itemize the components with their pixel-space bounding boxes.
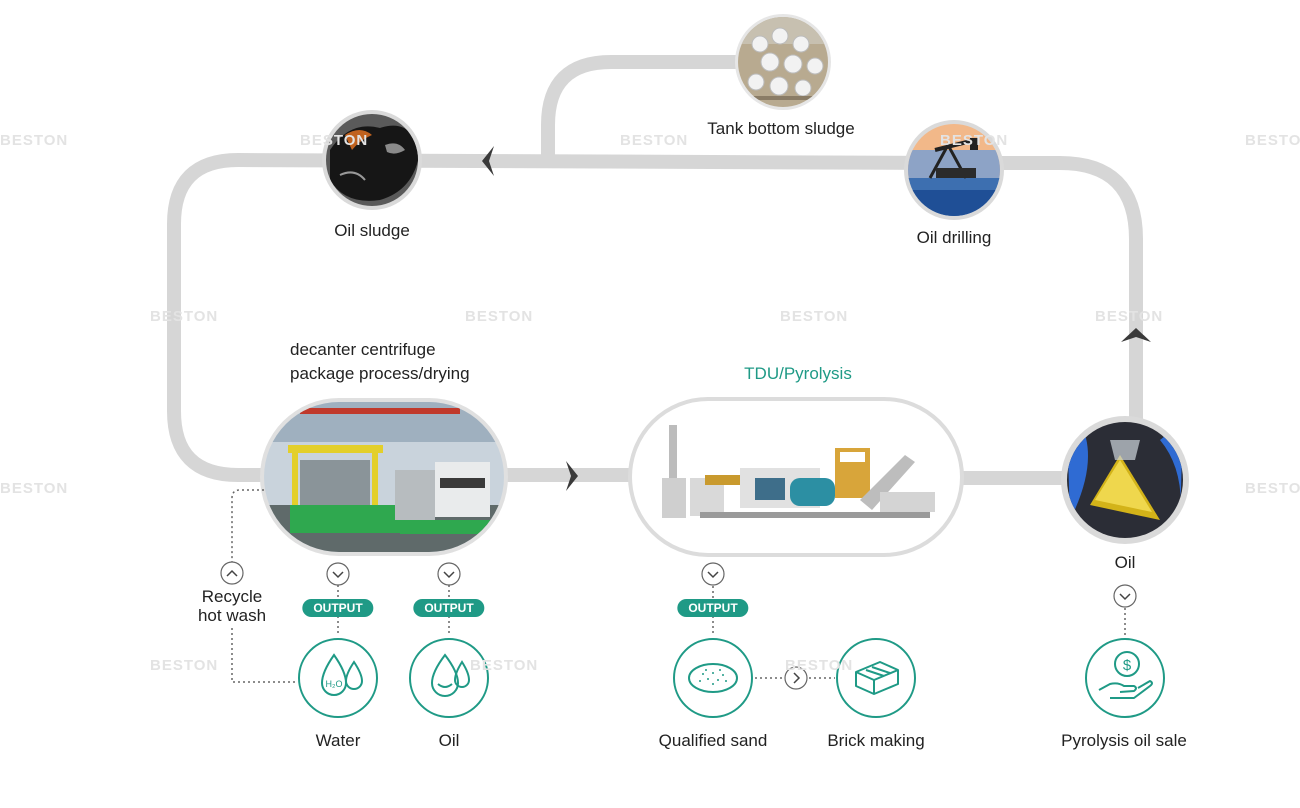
watermark: BESTON bbox=[300, 132, 369, 149]
brick-making-label: Brick making bbox=[827, 731, 925, 750]
flow-arrow-left-icon bbox=[482, 146, 494, 176]
watermark: BESTON bbox=[785, 657, 854, 674]
water-drops-h2o-icon: H₂O bbox=[298, 638, 378, 718]
oil-drops-icon bbox=[409, 638, 489, 718]
sand-pile-icon bbox=[673, 638, 753, 718]
tank-bottom-sludge-label: Tank bottom sludge bbox=[707, 119, 855, 138]
watermark: BESTON bbox=[1245, 132, 1300, 149]
output-badge: OUTPUT bbox=[302, 599, 374, 617]
centrifuge-label-line1: decanter centrifuge bbox=[290, 340, 436, 359]
watermark: BESTON bbox=[940, 132, 1009, 149]
tdu-pyrolysis-photo bbox=[628, 397, 964, 557]
watermark: BESTON bbox=[470, 657, 539, 674]
watermark: BESTON bbox=[1245, 480, 1300, 497]
output-badge: OUTPUT bbox=[413, 599, 485, 617]
watermark: BESTON bbox=[1095, 308, 1164, 325]
chevron-down-icon bbox=[326, 562, 350, 586]
watermark: BESTON bbox=[0, 132, 69, 149]
watermark: BESTON bbox=[465, 308, 534, 325]
svg-text:H₂O: H₂O bbox=[326, 679, 343, 689]
tdu-pyrolysis-label: TDU/Pyrolysis bbox=[744, 364, 852, 383]
oil-sludge-label: Oil sludge bbox=[334, 221, 410, 240]
oil-sludge-photo bbox=[322, 110, 422, 210]
qualified-sand-label: Qualified sand bbox=[658, 731, 768, 750]
recycle-label: Recycle bbox=[201, 587, 263, 606]
watermark: BESTON bbox=[620, 132, 689, 149]
brick-icon bbox=[836, 638, 916, 718]
flow-arrow-right-icon bbox=[566, 461, 578, 491]
chevron-down-icon bbox=[1113, 584, 1137, 608]
watermark: BESTON bbox=[150, 657, 219, 674]
oil-label: Oil bbox=[1114, 553, 1136, 572]
chevron-down-icon bbox=[701, 562, 725, 586]
chevron-right-icon bbox=[784, 666, 808, 690]
water-label: Water bbox=[315, 731, 361, 750]
output-badge: OUTPUT bbox=[677, 599, 749, 617]
tank-farm-photo bbox=[735, 14, 831, 110]
centrifuge-label-line2: package process/drying bbox=[290, 364, 470, 383]
pyrolysis-oil-sale-label: Pyrolysis oil sale bbox=[1061, 731, 1187, 750]
centrifuge-package-photo bbox=[260, 398, 508, 556]
flow-path bbox=[167, 55, 1143, 485]
chevron-up-icon bbox=[220, 561, 244, 585]
watermark: BESTON bbox=[0, 480, 69, 497]
oil-output-label: Oil bbox=[438, 731, 460, 750]
watermark: BESTON bbox=[150, 308, 219, 325]
chevron-down-icon bbox=[437, 562, 461, 586]
oil-drilling-label: Oil drilling bbox=[916, 228, 992, 247]
dotted-connectors bbox=[231, 489, 1126, 683]
watermark: BESTON bbox=[780, 308, 849, 325]
hot-wash-label: hot wash bbox=[197, 606, 267, 625]
oil-beaker-photo bbox=[1061, 416, 1189, 544]
flow-arrow-up-icon bbox=[1121, 328, 1151, 342]
money-hand-icon: $ bbox=[1085, 638, 1165, 718]
svg-text:$: $ bbox=[1123, 657, 1132, 674]
